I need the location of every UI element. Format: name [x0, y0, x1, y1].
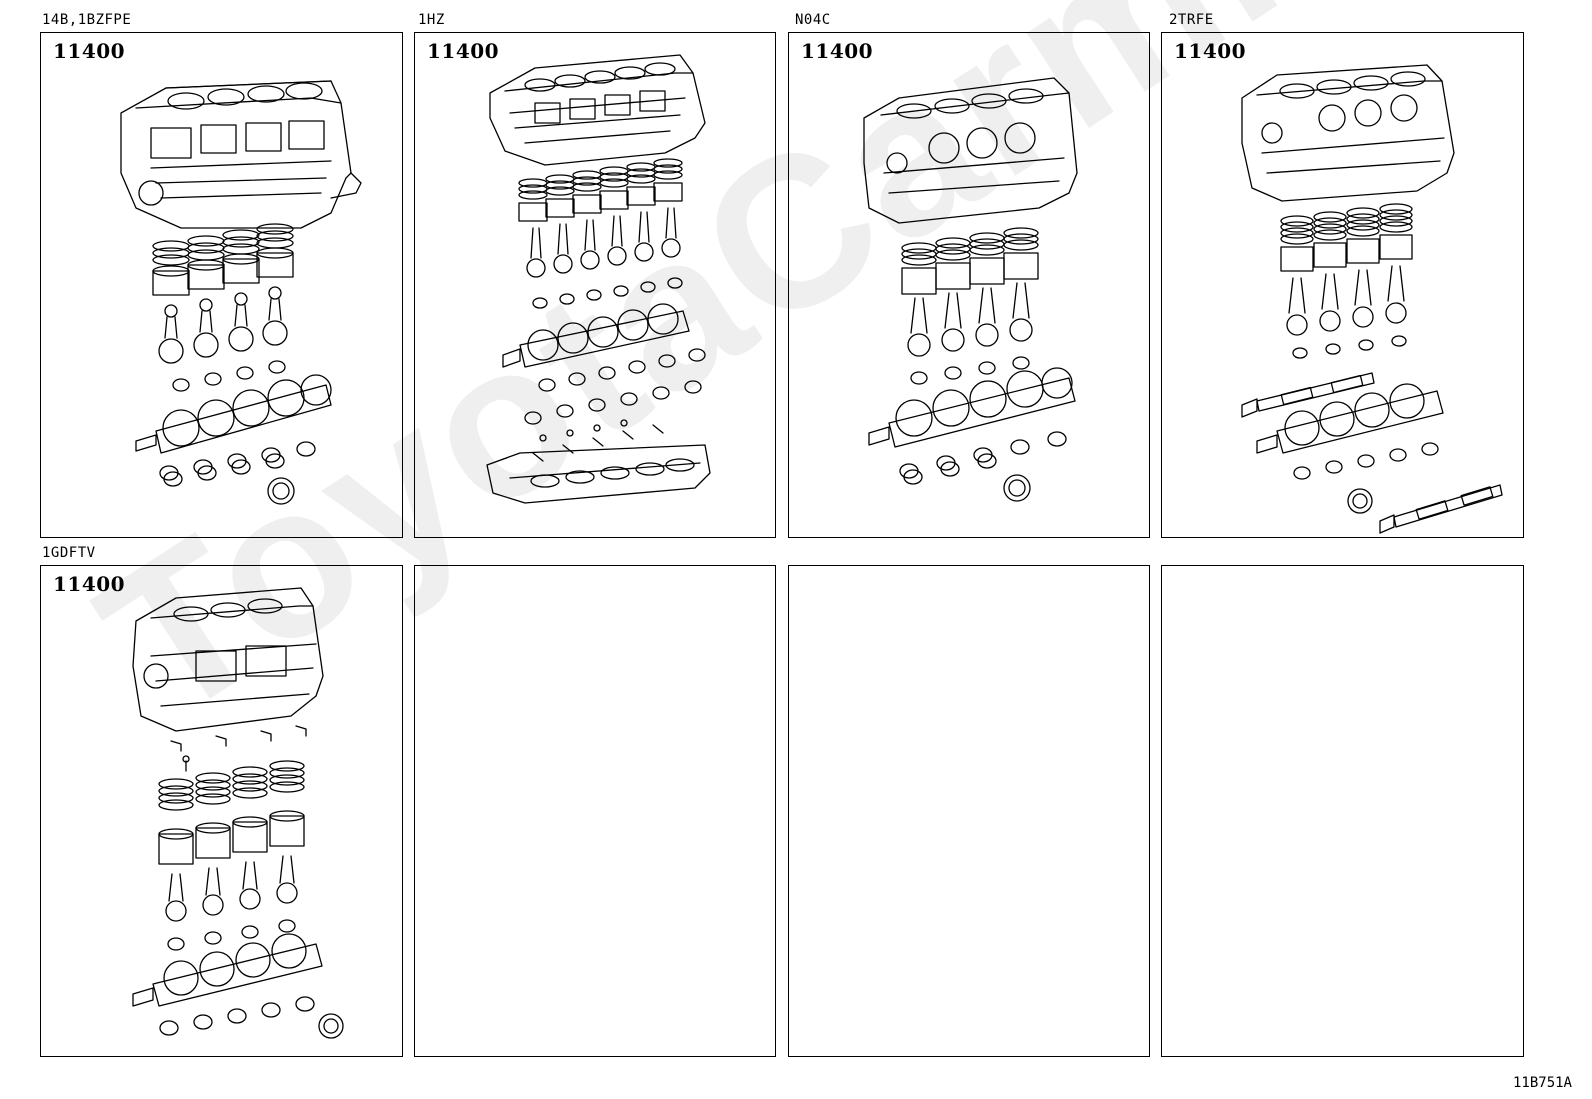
- panel-2trfe[interactable]: 11400: [1161, 32, 1524, 538]
- panel-1hz[interactable]: 11400: [414, 32, 776, 538]
- part-code: 11400: [427, 39, 500, 63]
- part-code: 11400: [1174, 39, 1247, 63]
- illustration-reference-code: 11B751A: [1512, 1075, 1572, 1091]
- engine-assembly-drawing: [863, 77, 1078, 502]
- engine-assembly-drawing: [132, 587, 344, 1039]
- engine-assembly-drawing: [120, 80, 362, 505]
- part-code: 11400: [53, 39, 126, 63]
- panel-14b-1bzfpe[interactable]: 11400: [40, 32, 403, 538]
- part-code: 11400: [53, 572, 126, 596]
- engine-assembly-drawing: [486, 54, 711, 504]
- panel-empty-8: [1161, 565, 1524, 1057]
- engine-assembly-drawing: [1241, 64, 1503, 534]
- panel-label-4: 2TRFE: [1169, 12, 1214, 28]
- panel-1gdftv[interactable]: 11400: [40, 565, 403, 1057]
- panel-label-2: 1HZ: [418, 12, 445, 28]
- panel-n04c[interactable]: 11400: [788, 32, 1150, 538]
- panel-label-3: N04C: [795, 12, 831, 28]
- part-code: 11400: [801, 39, 874, 63]
- panel-label-5: 1GDFTV: [42, 545, 96, 561]
- panel-empty-6: [414, 565, 776, 1057]
- panel-label-1: 14B,1BZFPE: [42, 12, 132, 28]
- panel-empty-7: [788, 565, 1150, 1057]
